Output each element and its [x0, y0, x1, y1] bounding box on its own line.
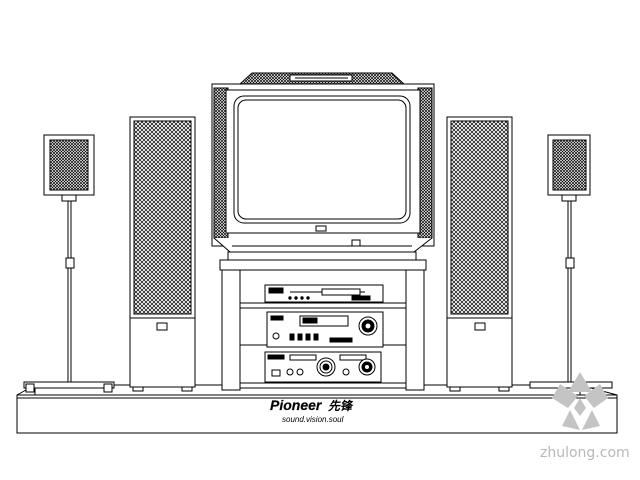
brand-logo-text: Pioneer — [270, 397, 323, 413]
pioneer-logo: Pioneer 先锋 — [270, 397, 354, 413]
satellite-speaker-left — [23, 134, 115, 393]
floor-speaker-left — [129, 116, 196, 392]
watermark-site: zhulong.com — [540, 445, 630, 461]
floor-speaker-icon — [129, 116, 196, 388]
av-receiver — [266, 311, 384, 348]
tv-rack — [219, 259, 427, 391]
base-platform — [16, 384, 618, 434]
floor-speaker-right — [446, 116, 513, 392]
satellite-speaker-icon — [43, 134, 95, 196]
floor-speaker-icon — [446, 116, 513, 388]
dvd-player-icon — [264, 284, 384, 303]
amplifier-icon — [264, 351, 382, 383]
dvd-player — [264, 284, 384, 303]
crt-tv — [211, 72, 435, 261]
satellite-speaker-icon — [547, 134, 591, 196]
brand-logo-cjk: 先锋 — [328, 399, 354, 413]
brand-tagline: sound.vision.soul — [282, 415, 344, 424]
crt-tv-icon — [211, 72, 435, 261]
av-receiver-icon — [266, 311, 384, 348]
zhulong-logo-icon — [552, 372, 608, 430]
satellite-speaker-right — [529, 134, 613, 389]
amplifier — [264, 351, 382, 383]
zhulong-watermark: zhulong.com — [540, 372, 630, 461]
